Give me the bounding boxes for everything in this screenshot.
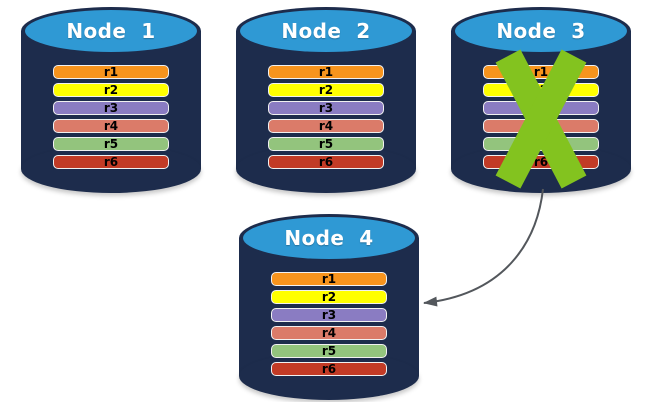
replica-row: r1 — [271, 272, 387, 286]
cylinder-bottom — [239, 352, 419, 400]
cylinder-cap — [240, 10, 412, 52]
failure-x-icon — [495, 49, 587, 189]
replica-row: r4 — [268, 119, 384, 133]
cylinder-bottom — [21, 145, 201, 193]
replica-row: r2 — [271, 290, 387, 304]
cylinder-cap — [243, 217, 415, 259]
cylinder-bottom — [236, 145, 416, 193]
cylinder-cap — [25, 10, 197, 52]
replica-row: r1 — [53, 65, 169, 79]
node-1-cylinder: Node 1 r1 r2 r3 r4 r5 r6 — [21, 7, 201, 193]
node-title: Node 2 — [281, 19, 371, 43]
replica-row: r3 — [53, 101, 169, 115]
replica-row: r2 — [268, 83, 384, 97]
cylinder-cap — [455, 10, 627, 52]
replica-row: r1 — [268, 65, 384, 79]
replica-row: r5 — [268, 137, 384, 151]
replica-rows: r1 r2 r3 r4 r5 r6 — [53, 65, 169, 173]
replica-row: r6 — [53, 155, 169, 169]
node-title: Node 4 — [284, 226, 374, 250]
replica-row: r3 — [271, 308, 387, 322]
replica-row: r5 — [53, 137, 169, 151]
replica-row: r4 — [53, 119, 169, 133]
replica-row: r6 — [271, 362, 387, 376]
node-title: Node 3 — [496, 19, 586, 43]
replica-rows: r1 r2 r3 r4 r5 r6 — [271, 272, 387, 380]
replica-row: r6 — [268, 155, 384, 169]
replica-rows: r1 r2 r3 r4 r5 r6 — [268, 65, 384, 173]
replica-row: r5 — [271, 344, 387, 358]
node-4-cylinder: Node 4 r1 r2 r3 r4 r5 r6 — [239, 214, 419, 400]
node-2-cylinder: Node 2 r1 r2 r3 r4 r5 r6 — [236, 7, 416, 193]
node-3-cylinder: Node 3 r1 r2 r3 r4 r5 r6 — [451, 7, 631, 193]
replica-row: r3 — [268, 101, 384, 115]
replica-row: r4 — [271, 326, 387, 340]
cylinder-bottom — [451, 145, 631, 193]
failover-arrow-path — [423, 188, 544, 307]
replica-row: r2 — [53, 83, 169, 97]
node-title: Node 1 — [66, 19, 156, 43]
